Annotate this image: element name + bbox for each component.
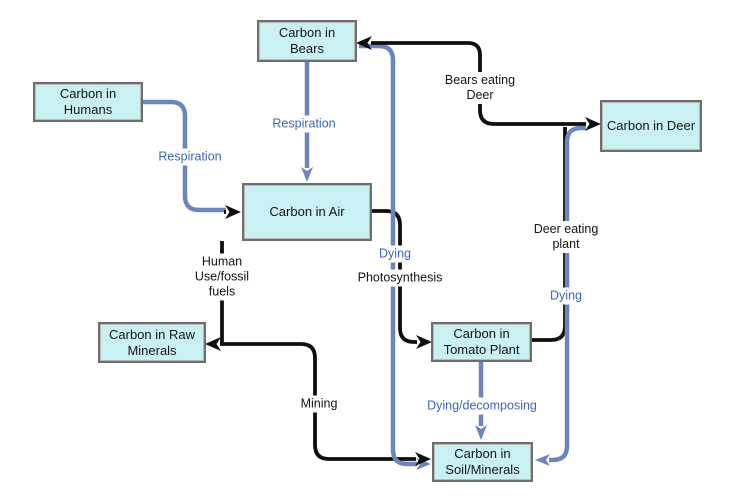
edge-label-dying-bears: Dying xyxy=(377,245,413,263)
edge-label-dying-deer: Dying xyxy=(548,287,584,305)
edge-label-respiration-bears: Respiration xyxy=(270,115,338,133)
node-carbon-in-deer: Carbon in Deer xyxy=(600,100,702,152)
edge-label-photosynthesis: Photosynthesis xyxy=(355,269,445,287)
node-carbon-in-soil-minerals: Carbon in Soil/Minerals xyxy=(432,442,533,482)
node-carbon-in-raw-minerals: Carbon in Raw Minerals xyxy=(98,322,206,363)
node-carbon-in-humans: Carbon in Humans xyxy=(33,82,143,122)
edge-label-bears-eating-deer: Bears eating Deer xyxy=(442,72,518,104)
node-carbon-in-tomato-plant: Carbon in Tomato Plant xyxy=(431,322,532,362)
edge-label-respiration-humans: Respiration xyxy=(156,148,224,166)
edge-label-dying-decomposing: Dying/decomposing xyxy=(425,397,539,415)
edge-label-human-use: Human Use/fossil fuels xyxy=(192,253,252,301)
edge-label-mining: Mining xyxy=(298,395,340,413)
node-carbon-in-air: Carbon in Air xyxy=(242,183,372,241)
edge-label-deer-eating-plant: Deer eating plant xyxy=(531,221,601,253)
node-carbon-in-bears: Carbon in Bears xyxy=(257,20,357,62)
